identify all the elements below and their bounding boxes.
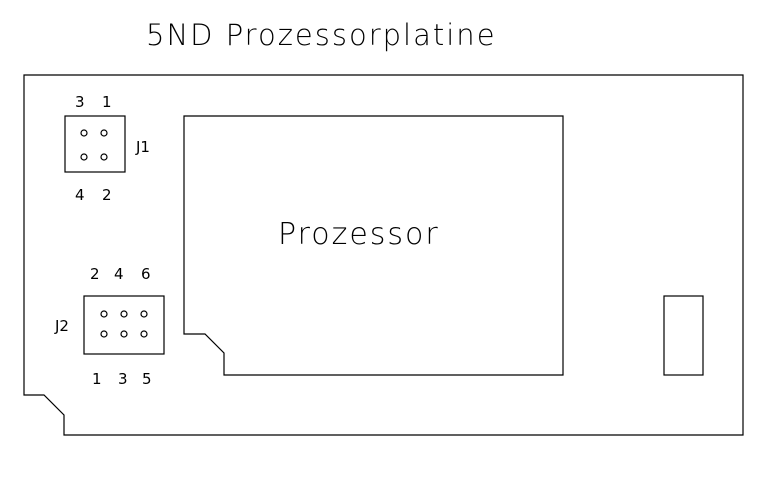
connector-j2-pin-3 (120, 330, 128, 338)
connector-j1: 3 1 4 2 J1 (64, 93, 150, 204)
connector-j2-pin-1 (100, 330, 108, 338)
connector-j1-pin-1 (100, 129, 108, 137)
connector-j2-pin-number: 2 (90, 265, 100, 283)
connector-j1-body (64, 115, 126, 173)
connector-j1-pin-3 (80, 129, 88, 137)
connector-j2-pin-number: 4 (114, 265, 124, 283)
connector-j1-pin-2 (100, 153, 108, 161)
connector-j2-pin-5 (140, 330, 148, 338)
connector-j1-pin-number: 2 (102, 186, 112, 204)
diagram-title: 5ND Prozessorplatine (146, 18, 497, 52)
connector-j2-pin-number: 6 (141, 265, 151, 283)
connector-j2-pin-number: 1 (92, 370, 102, 388)
connector-j2-pin-6 (140, 310, 148, 318)
connector-j1-pin-number: 3 (75, 93, 85, 111)
connector-j1-pin-number: 4 (75, 186, 85, 204)
connector-j2-pin-number: 3 (118, 370, 128, 388)
connector-j1-label: J1 (135, 138, 150, 156)
connector-j2-pin-2 (100, 310, 108, 318)
connector-j2-pin-4 (120, 310, 128, 318)
side-component (663, 295, 704, 376)
connector-j2-label: J2 (54, 317, 69, 335)
connector-j1-pin-4 (80, 153, 88, 161)
processor-label: Prozessor (278, 217, 440, 252)
processor-outline (183, 115, 564, 376)
connector-j1-pin-number: 1 (102, 93, 112, 111)
board-outline (23, 74, 744, 436)
connector-j2: 2 4 6 1 3 5 J2 (54, 265, 165, 388)
connector-j2-pin-number: 5 (142, 370, 152, 388)
connector-j2-body (83, 295, 165, 355)
